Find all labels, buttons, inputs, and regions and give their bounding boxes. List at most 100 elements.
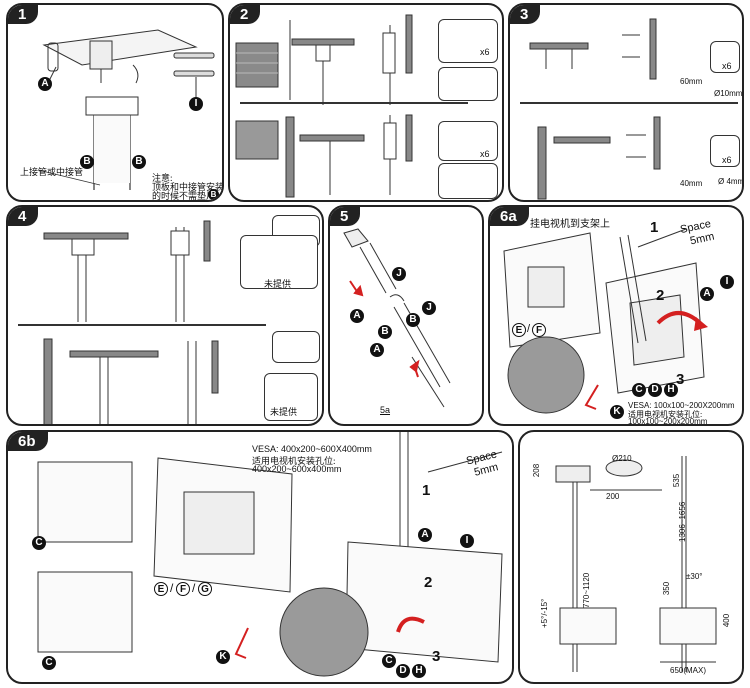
vesa-range: 100x100~200x200mm [628,417,708,426]
step-number: 6b [8,432,48,451]
drill-diameter-bottom: Ø 4mm [718,177,744,186]
step-number: 6a [490,207,529,226]
swivel-angle: ±30° [686,572,703,581]
part-label-a: A [418,528,432,542]
quantity-label: x6 [722,155,732,165]
step-number: 5 [330,207,361,226]
slash: / [170,581,174,595]
drilling-illustration [520,18,738,200]
anchor-inset-top [240,235,318,289]
part-label-a: A [370,343,384,357]
vesa-note: 适用电视机安装孔位: [252,456,336,466]
dim-535: 535 [672,473,682,488]
slash: / [527,323,531,335]
panel-dimensions: 208 Ø210 200 535 1306~1656 770~1120 350 … [518,430,744,684]
dim-400: 400 [722,613,732,628]
note-line-1: 顶板和中接管安装 [152,182,224,192]
step-title: 挂电视机到支架上 [530,219,610,230]
part-label-c: C [42,656,56,670]
tv-mount-illustration [503,228,708,414]
part-label-i: I [460,534,474,548]
vesa-note: 适用电视机安装孔位: [628,410,703,419]
dim-1306-1656: 1306~1656 [678,501,687,542]
part-label-f: F [532,323,546,337]
part-label-i: I [720,275,734,289]
drill-bit-inset-bottom [438,121,498,161]
tilt-angle: +5°/-15° [540,598,549,628]
part-label-c: C [32,536,46,550]
vesa-range: 400x200~600x400mm [252,464,342,474]
quantity-label: x6 [480,47,490,57]
drill-bit-inset-bottom [710,135,740,167]
step-number: 4 [8,207,39,226]
part-label-j: J [422,301,436,315]
vesa-spec: VESA: 400x200~600X400mm [252,444,372,454]
dim-208: 208 [532,463,542,478]
step-marker-2: 2 [424,574,433,591]
part-label-k: K [216,650,230,664]
panel-step-1: 1 A I B B 上接管或中接管 注意: 顶板和中接管安装 的时候不需垫片 B [6,3,224,202]
step-marker-2: 2 [656,287,665,304]
part-label-b-left: B [80,155,94,169]
part-label-b: B [406,313,420,327]
note-title: 注意: [152,173,173,183]
anchor-inset-bottom [264,373,318,421]
part-label-f: F [176,582,190,596]
dim-770-1120: 770~1120 [582,572,591,608]
part-label-e: E [154,582,168,596]
wrench-inset-bottom [272,331,320,363]
part-label-k: K [610,405,624,419]
quantity-label: x6 [480,149,490,159]
step-marker-3: 3 [432,648,441,665]
part-label-b-right: B [132,155,146,169]
part-label-b: B [378,325,392,339]
part-label-c: C [632,383,646,397]
vesa-spec: VESA: 100x100~200X200mm [628,401,735,410]
part-label-e: E [512,323,526,337]
step-marker-3: 3 [676,371,685,388]
quantity-label: x6 [722,61,732,71]
step-marker-1: 1 [422,482,431,499]
part-label-c: C [382,654,396,668]
dim-650-max: 650(MAX) [670,666,707,675]
ceiling-plate-illustration [37,29,215,190]
step-number: 1 [8,5,39,24]
part-label-g: G [198,582,212,596]
note-line-2: 的时候不需垫片 [152,191,216,201]
step-number: 3 [510,5,541,24]
part-label-j: J [392,267,406,281]
step-marker-1: 1 [650,219,659,236]
tube-note: 上接管或中接管 [20,167,84,177]
panel-step-4: 4 未提供 未提供 [6,205,324,426]
slash: / [192,581,196,595]
drill-diameter-top: Ø10mm [714,89,743,98]
drill-bit-inset-top [710,41,740,73]
panel-step-6a: 6a 挂电视机到支架上 Space 5mm 1 2 3 A I E / F C … [488,205,744,426]
part-label-a: A [700,287,714,301]
part-label-h: H [664,383,678,397]
note-letter-b: B [208,189,219,200]
panel-step-5: 5 J A B B J A 5a [328,205,484,426]
part-label-d: D [396,664,410,678]
level-inset-top [438,67,498,101]
step-number: 2 [230,5,261,24]
wall-ceiling-illustration [235,14,468,198]
large-tv-mount-illustration [37,432,503,677]
dimension-drawing [555,456,717,672]
drill-bit-inset-top [438,19,498,63]
not-supplied-label: 未提供 [270,407,298,417]
panel-step-3: 3 x6 60mm Ø10mm x6 40mm Ø 4mm [508,3,744,202]
dim-200: 200 [606,492,620,501]
not-supplied-label: 未提供 [264,279,292,289]
part-label-i: I [189,97,203,111]
panel-step-2: 2 x6 x6 [228,3,504,202]
part-label-h: H [412,664,426,678]
drill-depth-top: 60mm [680,77,703,86]
part-label-d: D [648,383,662,397]
dim-diameter-210: Ø210 [612,454,632,463]
fixing-plate-illustration [18,220,266,424]
panel-step-6b: 6b C C E / F / G VESA: 400x200~600X400mm… [6,430,514,684]
part-label-a: A [38,77,52,91]
level-inset-bottom [438,163,498,199]
drill-depth-bottom: 40mm [680,179,703,188]
